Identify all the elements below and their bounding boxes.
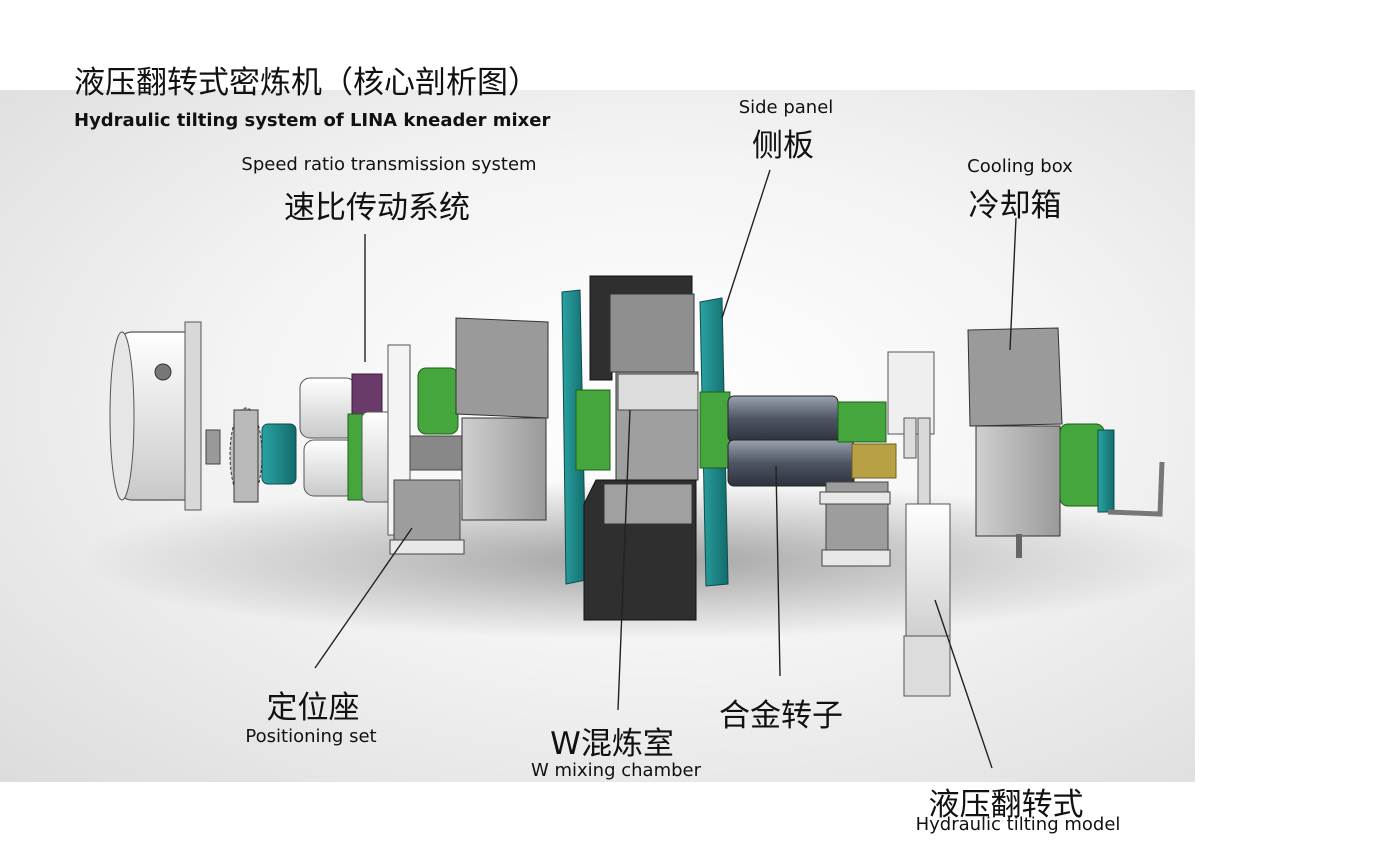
teal-hub-left <box>261 423 297 485</box>
label-cooling-box-zh: 冷却箱 <box>968 188 1062 224</box>
label-mixing-chamber-en: W mixing chamber <box>530 760 702 781</box>
label-speed-ratio-en: Speed ratio transmission system <box>241 154 537 175</box>
side-panel-right <box>699 297 731 587</box>
label-cooling-box-en: Cooling box <box>967 156 1073 177</box>
label-side-panel-en: Side panel <box>738 97 834 118</box>
transmission-assembly <box>299 344 465 536</box>
side-panel-left <box>561 289 611 585</box>
left-gearbox <box>455 317 549 521</box>
label-hydraulic-en: Hydraulic tilting model <box>915 814 1121 835</box>
leader-side-panel <box>721 169 771 319</box>
leader-mixing-chamber <box>617 409 631 711</box>
hydraulic-cylinder <box>903 417 951 697</box>
page-title: 液压翻转式密炼机（核心剖析图） <box>74 65 539 101</box>
leader-lines <box>314 169 1017 769</box>
label-positioning-zh: 定位座 <box>266 690 360 726</box>
label-hydraulic-zh: 液压翻转式 <box>928 787 1084 823</box>
mixing-chamber <box>583 275 699 621</box>
motor-housing <box>109 321 202 511</box>
alloy-rotors <box>727 395 897 487</box>
cooling-box <box>967 327 1165 558</box>
leader-hydraulic <box>934 599 993 769</box>
label-mixing-chamber-zh: W混炼室 <box>550 726 674 762</box>
right-positioning-base <box>819 481 891 567</box>
leader-alloy-rotor <box>775 465 781 677</box>
page-subtitle: Hydraulic tilting system of LINA kneader… <box>74 110 551 131</box>
positioning-base <box>389 479 465 555</box>
label-side-panel-zh: 侧板 <box>752 128 814 164</box>
leader-positioning <box>314 527 413 669</box>
leader-cooling-box <box>1009 217 1017 351</box>
label-speed-ratio-zh: 速比传动系统 <box>284 190 470 226</box>
drive-gear <box>205 407 263 503</box>
label-alloy-rotor-zh: 合金转子 <box>719 698 843 734</box>
label-positioning-en: Positioning set <box>245 726 377 747</box>
